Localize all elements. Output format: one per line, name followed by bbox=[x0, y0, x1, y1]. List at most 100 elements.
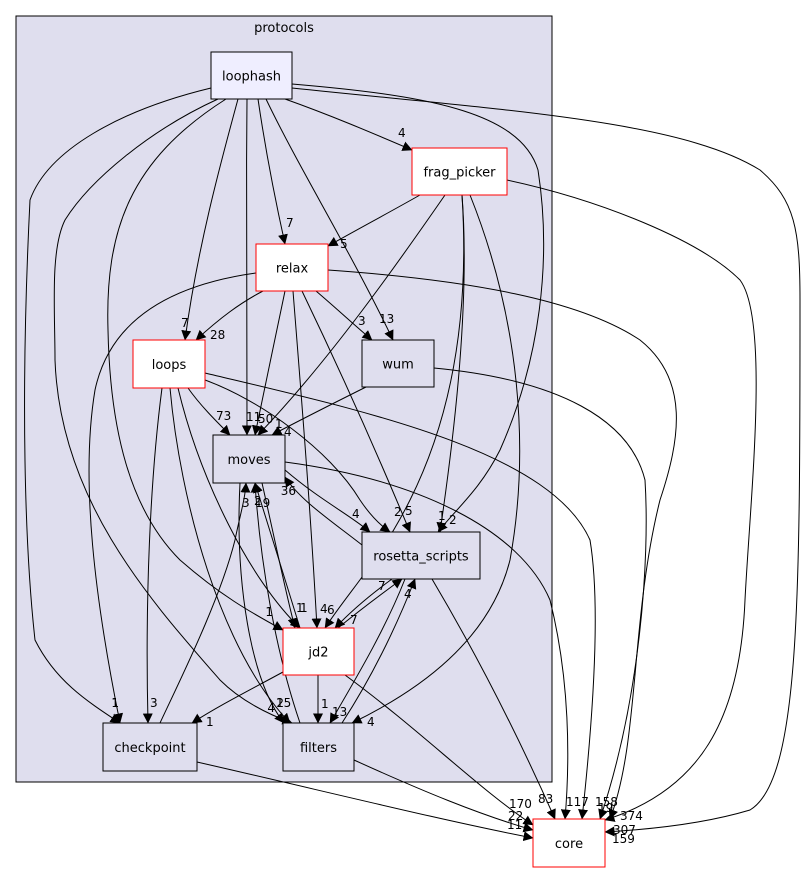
edge-count-label[interactable]: 1 bbox=[438, 509, 446, 523]
edge-line bbox=[107, 98, 284, 631]
edge-count-label[interactable]: 7 bbox=[286, 216, 294, 230]
node-label[interactable]: rosetta_scripts bbox=[373, 550, 469, 565]
edge-count-label[interactable]: 15 bbox=[276, 696, 291, 710]
node-rosetta-scripts[interactable]: rosetta_scripts bbox=[361, 531, 481, 580]
edge-line bbox=[324, 194, 465, 629]
edge-count-label[interactable]: 2 bbox=[254, 494, 262, 508]
edge-count-label[interactable]: 4 bbox=[267, 701, 275, 715]
edge-count-label[interactable]: 5 bbox=[340, 237, 348, 251]
edge-count-label[interactable]: 83 bbox=[538, 792, 553, 806]
edge-line bbox=[433, 367, 647, 820]
edge-count-label[interactable]: 28 bbox=[210, 328, 225, 342]
node-jd2[interactable]: jd2 bbox=[282, 627, 355, 676]
node-box[interactable] bbox=[132, 339, 206, 389]
edge-count-label[interactable]: 4 bbox=[320, 602, 328, 616]
edge-count-label[interactable]: 1 bbox=[111, 696, 119, 710]
node-checkpoint[interactable]: checkpoint bbox=[102, 722, 198, 772]
edge-count-label[interactable]: 1 bbox=[296, 601, 304, 615]
edge-line bbox=[53, 98, 293, 725]
edge-count-label[interactable]: 4 bbox=[367, 715, 375, 729]
edge-line bbox=[251, 290, 286, 436]
edge-count-label[interactable]: 2 bbox=[449, 513, 457, 527]
edge-moves-to-core: 117 bbox=[284, 461, 589, 820]
edge-count-label[interactable]: 4 bbox=[398, 126, 406, 140]
node-box[interactable] bbox=[210, 51, 293, 100]
edge-count-label[interactable]: 7 bbox=[350, 613, 358, 627]
node-label[interactable]: filters bbox=[300, 741, 337, 756]
edge-count-label[interactable]: 19 bbox=[255, 496, 270, 510]
edge-count-label[interactable]: 1 bbox=[265, 605, 273, 619]
edge-count-label[interactable]: 7 bbox=[181, 316, 189, 330]
node-label[interactable]: loops bbox=[152, 358, 187, 373]
edge-count-label[interactable]: 11 bbox=[246, 410, 261, 424]
node-label[interactable]: relax bbox=[276, 262, 309, 277]
node-box[interactable] bbox=[532, 818, 606, 868]
edge-count-label[interactable]: 1 bbox=[275, 417, 283, 431]
node-box[interactable] bbox=[411, 147, 508, 196]
edge-count-label[interactable]: 36 bbox=[281, 484, 296, 498]
edge-count-label[interactable]: 13 bbox=[332, 705, 347, 719]
edge-count-label[interactable]: 50 bbox=[258, 412, 273, 426]
node-label[interactable]: jd2 bbox=[307, 646, 328, 661]
node-label[interactable]: core bbox=[555, 837, 583, 852]
edge-loophash-to-wum: 13 bbox=[265, 98, 394, 341]
edge-line bbox=[88, 272, 257, 724]
edge-count-label[interactable]: 73 bbox=[216, 409, 231, 423]
node-box[interactable] bbox=[282, 722, 355, 772]
edge-count-label[interactable]: 1 bbox=[321, 697, 329, 711]
node-box[interactable] bbox=[361, 531, 481, 580]
edge-count-label[interactable]: 4 bbox=[284, 425, 292, 439]
node-wum[interactable]: wum bbox=[361, 339, 435, 388]
node-box[interactable] bbox=[361, 339, 435, 388]
edge-loops-to-moves: 73 bbox=[187, 387, 231, 436]
edge-count-label[interactable]: 3 bbox=[242, 496, 250, 510]
edge-count-label[interactable]: 159 bbox=[612, 832, 635, 846]
edge-line bbox=[431, 578, 556, 820]
edge-count-label[interactable]: 19 bbox=[598, 801, 613, 815]
node-box[interactable] bbox=[212, 434, 286, 484]
node-label[interactable]: wum bbox=[382, 358, 414, 373]
node-label[interactable]: moves bbox=[227, 453, 270, 468]
node-box[interactable] bbox=[282, 627, 355, 676]
edge-count-label[interactable]: 3 bbox=[358, 314, 366, 328]
edge-count-label[interactable]: 4 bbox=[404, 587, 412, 601]
edge-count-label[interactable]: 11 bbox=[507, 818, 522, 832]
node-filters[interactable]: filters bbox=[282, 722, 355, 772]
edge-count-label[interactable]: 158 bbox=[595, 795, 618, 809]
edge-frag_picker-to-jd2: 6 bbox=[324, 194, 465, 629]
node-frag-picker[interactable]: frag_picker bbox=[411, 147, 508, 196]
edge-count-label[interactable]: 2 bbox=[276, 696, 284, 710]
node-moves[interactable]: moves bbox=[212, 434, 286, 484]
edge-count-label[interactable]: 2 bbox=[394, 505, 402, 519]
edge-count-label[interactable]: 13 bbox=[379, 312, 394, 326]
edge-count-label[interactable]: 1 bbox=[111, 696, 119, 710]
edge-count-label[interactable]: 374 bbox=[620, 809, 643, 823]
edge-count-label[interactable]: 7 bbox=[378, 579, 386, 593]
edge-count-label[interactable]: 170 bbox=[509, 797, 532, 811]
edge-line bbox=[351, 194, 521, 724]
edge-count-label[interactable]: 3 bbox=[150, 696, 158, 710]
node-label[interactable]: checkpoint bbox=[114, 741, 185, 756]
edge-moves-to-rosetta_scripts: 4 bbox=[284, 469, 371, 533]
edge-count-label[interactable]: 117 bbox=[566, 795, 589, 809]
node-box[interactable] bbox=[255, 243, 329, 292]
edge-count-label[interactable]: 1 bbox=[300, 601, 308, 615]
edge-loops-to-checkpoint: 3 bbox=[142, 387, 163, 724]
node-label[interactable]: frag_picker bbox=[423, 166, 496, 181]
edge-count-label[interactable]: 6 bbox=[327, 603, 335, 617]
node-loophash[interactable]: loophash bbox=[210, 51, 293, 100]
edge-count-label[interactable]: 1 bbox=[206, 715, 214, 729]
edge-count-label[interactable]: 5 bbox=[405, 504, 413, 518]
edge-frag_picker-to-moves: 1 bbox=[257, 194, 446, 436]
edge-count-label[interactable]: 22 bbox=[508, 809, 523, 823]
edge-count-label[interactable]: 307 bbox=[613, 823, 636, 837]
node-loops[interactable]: loops bbox=[132, 339, 206, 389]
node-label[interactable]: loophash bbox=[222, 70, 281, 85]
edge-line bbox=[257, 194, 446, 436]
edge-loophash-to-rosetta_scripts: 2 bbox=[291, 83, 545, 533]
node-core[interactable]: core bbox=[532, 818, 606, 868]
node-relax[interactable]: relax bbox=[255, 243, 329, 292]
node-box[interactable] bbox=[102, 722, 198, 772]
edge-count-label[interactable]: 4 bbox=[352, 507, 360, 521]
